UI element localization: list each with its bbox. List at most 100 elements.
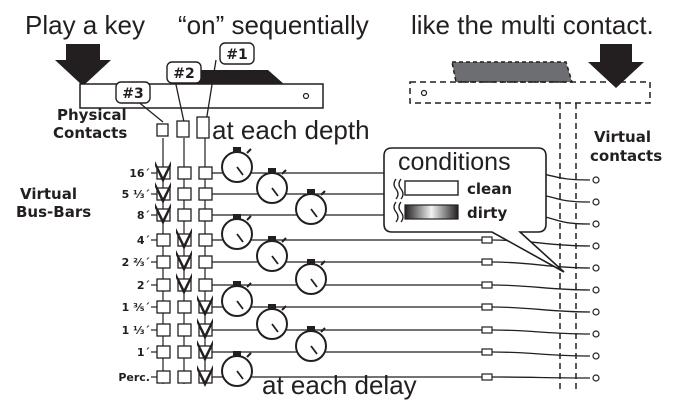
- stopwatch-icon: [221, 281, 253, 317]
- virtual-busbars-label-2: Bus-Bars: [16, 203, 91, 221]
- check-icon: [155, 182, 171, 204]
- virtual-contact-point: [592, 220, 600, 228]
- check-icon: [176, 228, 192, 250]
- virtual-contact-box: [156, 233, 171, 247]
- key-press-arrow-left: [55, 44, 111, 86]
- physical-contacts-label-1: Physical: [57, 106, 127, 124]
- contact-label-3: #3: [122, 86, 143, 102]
- virtual-contact-box: [198, 187, 213, 201]
- terminal: [481, 303, 493, 311]
- check-icon: [155, 161, 171, 183]
- virtual-contact-box: [198, 278, 213, 292]
- terminal: [481, 236, 493, 244]
- virtual-contacts-label-2: contacts: [590, 147, 662, 165]
- virtual-contact-box: [198, 166, 213, 180]
- virtual-contact-point: [592, 176, 600, 184]
- virtual-contact-box: [156, 345, 171, 359]
- caption-like-multi: like the multi contact.: [411, 10, 654, 40]
- stopwatch-icon: [256, 168, 288, 204]
- busbar-label: 5 ⅓´: [122, 188, 150, 201]
- busbar-row: 2 ⅔´: [122, 236, 600, 272]
- virtual-contact-box: [177, 370, 192, 384]
- caption-at-each-depth: at each depth: [212, 115, 370, 145]
- busbar-row: 2´: [137, 259, 600, 295]
- virtual-contact-box: [198, 233, 213, 247]
- busbar-row: 1´: [137, 326, 600, 362]
- stopwatch-icon: [256, 304, 288, 340]
- virtual-contact-box: [177, 187, 192, 201]
- caption-at-each-delay: at each delay: [262, 370, 417, 400]
- virtual-contact-point: [592, 242, 600, 250]
- busbar-label: 2´: [137, 279, 150, 292]
- virtual-contact-point: [592, 330, 600, 338]
- busbar-label: 2 ⅔´: [122, 256, 150, 269]
- terminal: [481, 348, 493, 356]
- virtual-contact-point: [592, 286, 600, 294]
- busbar-label: 1 ⅓´: [122, 324, 150, 337]
- busbar-rows: 16´ 5 ⅓´8´ 4´ 2 ⅔´ 2´ 1 ⅗´ 1 ⅓´ 1´Perc.: [118, 138, 600, 387]
- stopwatch-icon: [221, 214, 253, 250]
- check-icon: [197, 340, 213, 362]
- busbar-label: 1 ⅗´: [122, 301, 150, 314]
- physical-contacts-label-2: Contacts: [53, 124, 127, 142]
- check-icon: [176, 273, 192, 295]
- virtual-contact-box: [156, 255, 171, 269]
- busbar-row: 1 ⅓´: [122, 304, 600, 340]
- dirty-bar: [404, 204, 459, 220]
- clean-bar: [404, 180, 459, 196]
- check-icon: [197, 318, 213, 340]
- dirty-wave-icon: [393, 201, 399, 223]
- key-press-arrow-right: [588, 44, 644, 88]
- check-icon: [197, 295, 213, 317]
- virtual-contact-point: [592, 352, 600, 360]
- virtual-contact-point: [592, 308, 600, 316]
- virtual-contact-box: [156, 278, 171, 292]
- conditions-panel: conditions clean dirty: [383, 147, 565, 273]
- conditions-title: conditions: [398, 148, 511, 176]
- clean-wave-icon: [393, 178, 399, 200]
- virtual-contact-box: [177, 323, 192, 337]
- busbar-row: 8´: [137, 189, 600, 228]
- check-icon: [176, 250, 192, 272]
- condition-clean: clean: [467, 180, 512, 198]
- virtual-contact-box: [177, 208, 192, 222]
- stopwatch-icon: [295, 326, 327, 362]
- contact-label-1: #1: [226, 47, 247, 63]
- virtual-contact-box: [156, 370, 171, 384]
- stopwatch-icon: [295, 259, 327, 295]
- virtual-contact-box: [177, 300, 192, 314]
- busbar-label: 4´: [137, 234, 150, 247]
- busbar-row: 16´: [129, 147, 600, 184]
- virtual-contact-box: [177, 166, 192, 180]
- virtual-contact-box: [177, 345, 192, 359]
- stopwatch-icon: [221, 351, 253, 387]
- check-icon: [197, 365, 213, 387]
- condition-dirty: dirty: [467, 204, 507, 222]
- check-icon: [155, 203, 171, 225]
- virtual-busbars-label-1: Virtual: [20, 185, 77, 203]
- contact-label-2: #2: [173, 66, 194, 82]
- busbar-row: 4´: [137, 214, 600, 250]
- caption-play-key: Play a key: [25, 10, 145, 40]
- caption-on-sequentially: “on” sequentially: [178, 10, 369, 40]
- virtual-contact-point: [592, 264, 600, 272]
- virtual-contact-box: [156, 323, 171, 337]
- physical-contacts: [156, 116, 210, 139]
- busbar-label: 16´: [129, 167, 150, 180]
- terminal: [481, 258, 493, 266]
- stopwatch-icon: [256, 236, 288, 272]
- virtual-contact-box: [198, 208, 213, 222]
- terminal: [481, 281, 493, 289]
- virtual-contact-point: [592, 198, 600, 206]
- stopwatch-icon: [295, 189, 327, 225]
- virtual-contacts-label-1: Virtual: [594, 128, 651, 146]
- virtual-contact-box: [156, 300, 171, 314]
- busbar-label: 1´: [137, 346, 150, 359]
- stopwatch-icon: [221, 147, 253, 183]
- busbar-row: 1 ⅗´: [122, 281, 600, 317]
- terminal: [481, 373, 493, 381]
- terminal: [481, 326, 493, 334]
- virtual-contact-box: [198, 255, 213, 269]
- busbar-row: Perc.: [118, 351, 600, 387]
